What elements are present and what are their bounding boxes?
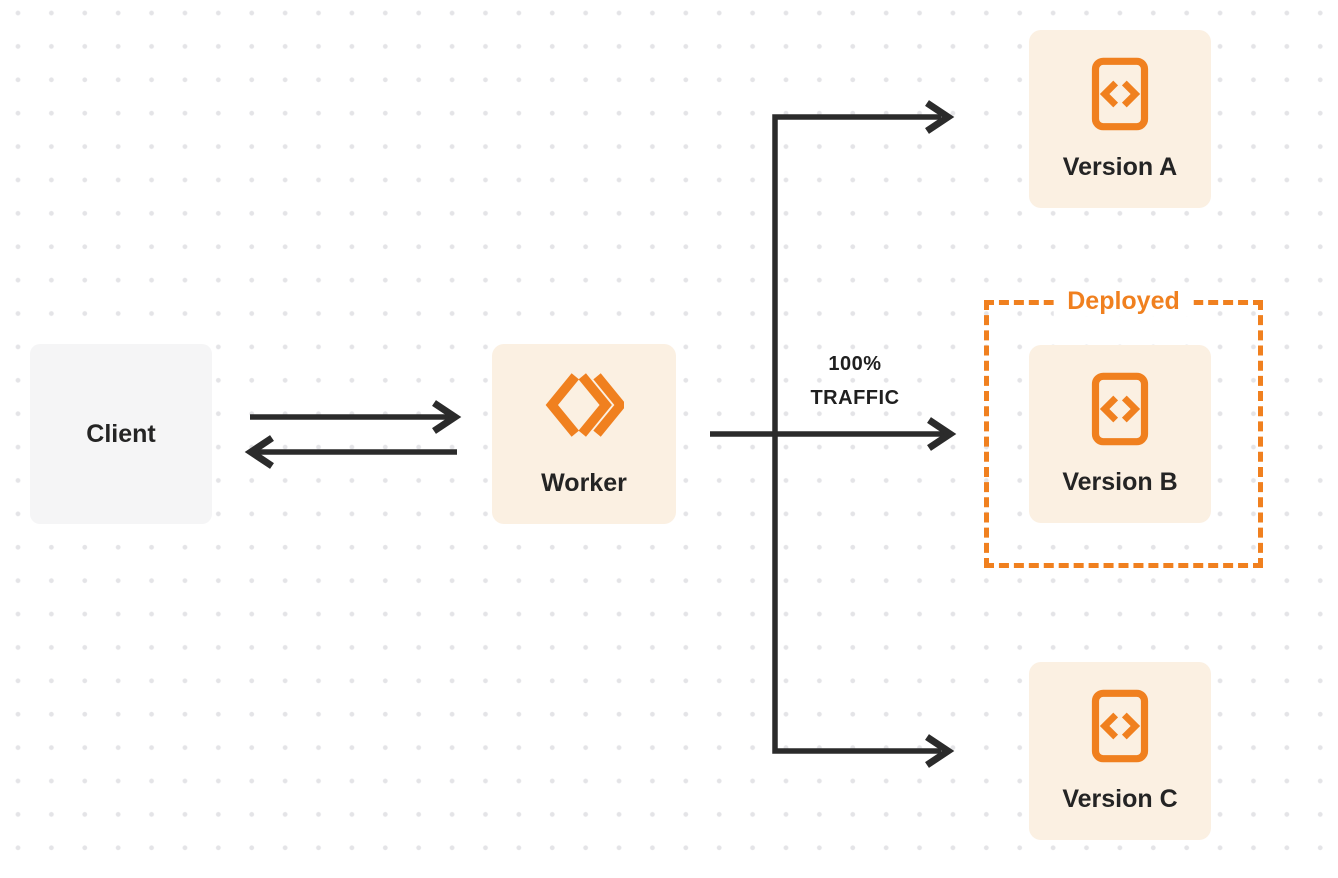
version-b-node: Version B [1029, 345, 1211, 523]
arrow-branch-to-version-c [772, 434, 941, 754]
code-document-icon [1091, 689, 1149, 762]
traffic-percent: 100% [828, 353, 882, 375]
arrowhead-branch-to-version-c [925, 734, 955, 768]
arrowhead-client-to-worker [432, 400, 462, 434]
arrowhead-branch-to-version-a [925, 100, 955, 134]
deployed-frame: Deployed [984, 287, 1263, 568]
version-b-label: Version B [1062, 467, 1178, 496]
code-document-icon [1091, 57, 1149, 130]
worker-icon [545, 373, 624, 437]
version-c-label: Version C [1062, 784, 1178, 813]
deployed-label: Deployed [1053, 287, 1194, 316]
worker-node: Worker [492, 344, 676, 524]
arrowhead-worker-to-version-b [927, 417, 957, 451]
traffic-word: TRAFFIC [810, 387, 900, 409]
code-document-icon [1091, 372, 1149, 445]
version-c-node: Version C [1029, 662, 1211, 840]
client-label: Client [86, 419, 156, 448]
arrowhead-worker-to-client [244, 435, 274, 469]
worker-label: Worker [541, 469, 627, 498]
traffic-label: 100% TRAFFIC [775, 347, 935, 415]
version-a-node: Version A [1029, 30, 1211, 208]
client-node: Client [30, 344, 212, 524]
version-a-label: Version A [1062, 152, 1178, 181]
